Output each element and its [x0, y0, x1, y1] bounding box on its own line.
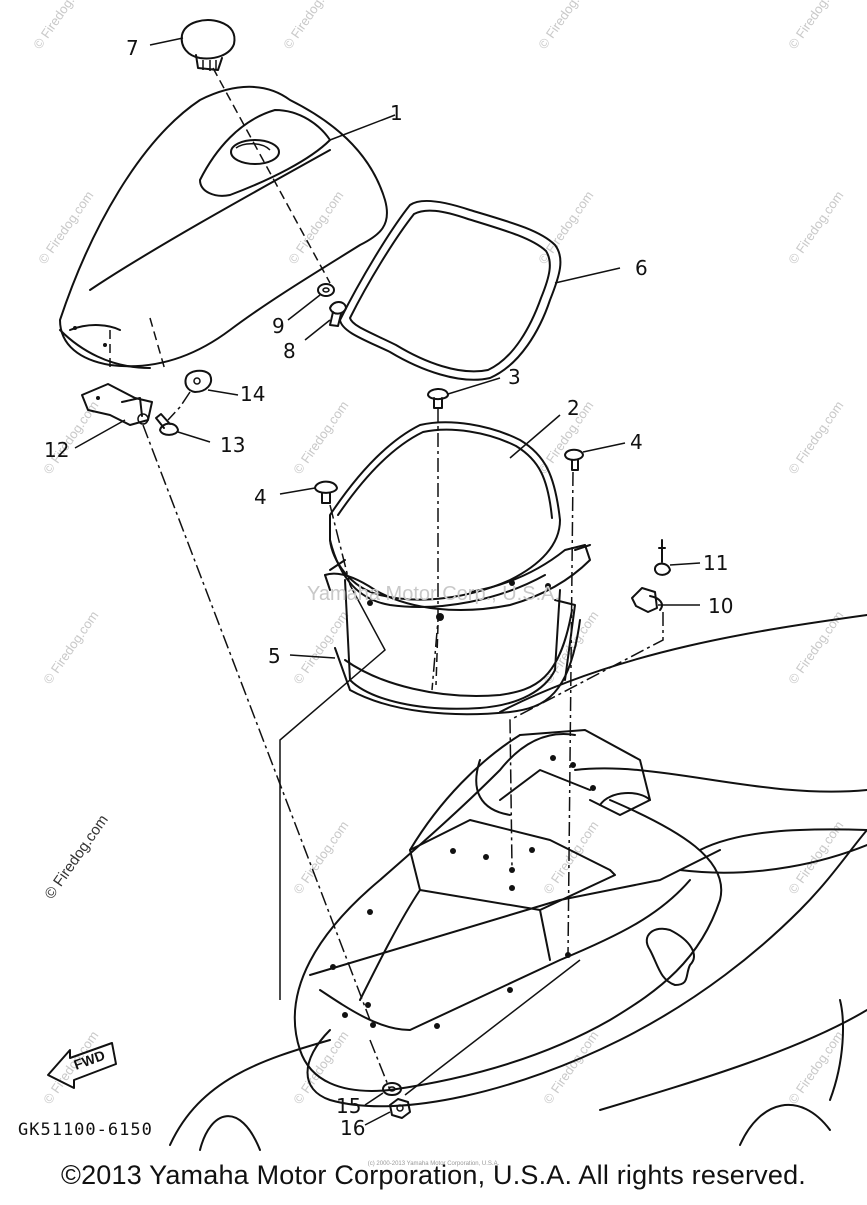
watermark: © Firedog.com — [285, 188, 346, 267]
callout-8: 8 — [283, 339, 296, 363]
callout-2: 2 — [567, 396, 580, 420]
callout-labels: 1 2 3 4 4 5 6 7 8 9 10 11 12 13 14 15 16 — [44, 36, 733, 1140]
callout-16: 16 — [340, 1116, 365, 1140]
hole-mark — [365, 1002, 371, 1008]
watermark: © Firedog.com — [785, 398, 846, 477]
watermark: © Firedog.com — [290, 398, 351, 477]
hole-mark — [330, 964, 336, 970]
callout-4-right: 4 — [630, 430, 643, 454]
assembly-lines — [142, 67, 664, 1096]
hole-mark — [434, 1023, 440, 1029]
part-7-cap — [180, 19, 236, 71]
hole-mark — [342, 1012, 348, 1018]
callout-4-left: 4 — [254, 485, 267, 509]
callout-5: 5 — [268, 644, 281, 668]
callout-3: 3 — [508, 365, 521, 389]
watermark: © Firedog.com — [535, 188, 596, 267]
hole-mark — [450, 848, 456, 854]
hole-mark — [507, 987, 513, 993]
hole-mark — [590, 785, 596, 791]
part-2-storage-bin — [329, 421, 576, 710]
watermark: © Firedog.com — [785, 188, 846, 267]
copyright-notice: ©2013 Yamaha Motor Corporation, U.S.A. A… — [60, 1160, 807, 1190]
fine-print: (c) 2000-2013 Yamaha Motor Corporation, … — [367, 1161, 500, 1167]
watermark: © Firedog.com — [785, 0, 846, 52]
callout-10: 10 — [708, 594, 733, 618]
hole-mark — [367, 909, 373, 915]
leader-lines — [74, 37, 701, 1126]
watermark: © Firedog.com — [290, 608, 351, 687]
hole-mark — [370, 1022, 376, 1028]
fasteners — [81, 283, 671, 1119]
watermark: © Firedog.com — [35, 188, 96, 267]
part-code: GK51100-6150 — [18, 1120, 153, 1140]
callout-6: 6 — [635, 256, 648, 280]
hole-mark — [550, 755, 556, 761]
watermark: © Firedog.com — [280, 0, 341, 52]
hull-outline — [169, 614, 867, 1151]
hole-mark — [509, 867, 515, 873]
watermark-dark: © Firedog.com — [41, 812, 111, 903]
hole-mark — [570, 762, 576, 768]
storage-well — [309, 729, 721, 1031]
hole-mark — [483, 854, 489, 860]
watermark: © Firedog.com — [290, 818, 351, 897]
watermark: © Firedog.com — [40, 608, 101, 687]
callout-7: 7 — [126, 36, 139, 60]
center-watermark: Yamaha Motor Corp., U.S.A. — [306, 583, 561, 605]
callout-14: 14 — [240, 382, 265, 406]
part-6-gasket — [339, 199, 562, 381]
callout-1: 1 — [390, 101, 403, 125]
watermark: © Firedog.com — [40, 1028, 101, 1107]
watermark: © Firedog.com — [30, 0, 91, 52]
callout-11: 11 — [703, 551, 728, 575]
hole-mark — [509, 885, 515, 891]
watermark: © Firedog.com — [785, 1028, 846, 1107]
part-1-hatch-cover — [59, 85, 388, 371]
hole-mark — [529, 847, 535, 853]
watermark: © Firedog.com — [535, 0, 596, 52]
callout-15: 15 — [336, 1094, 361, 1118]
callout-13: 13 — [220, 433, 245, 457]
callout-9: 9 — [272, 314, 285, 338]
part-5-bracket — [324, 544, 591, 716]
callout-12: 12 — [44, 438, 69, 462]
